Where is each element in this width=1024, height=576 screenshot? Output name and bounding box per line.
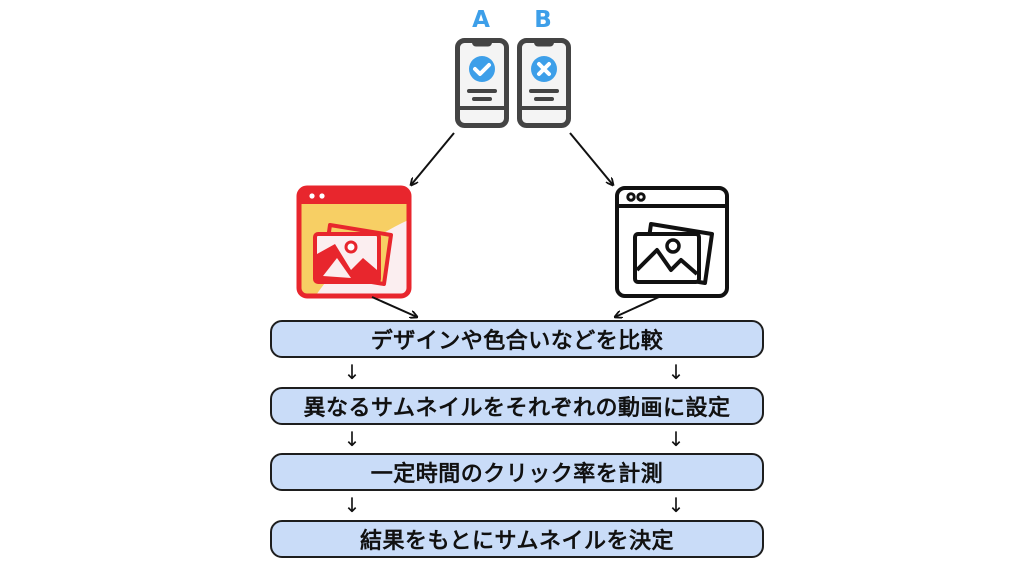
phone-b-icon (517, 38, 571, 128)
down-arrow-icon: ↓ (343, 360, 361, 384)
step-measure-ctr-label: 一定時間のクリック率を計測 (370, 462, 664, 487)
variant-a-label: A (472, 7, 490, 33)
down-arrow-icon: ↓ (343, 493, 361, 517)
step-measure-ctr-box: 一定時間のクリック率を計測 (270, 453, 764, 491)
step-compare-label: デザインや色合いなどを比較 (370, 329, 664, 354)
phone-a-icon (455, 38, 509, 128)
arrow-left-thumb-to-step1 (371, 296, 417, 317)
down-arrow-icon: ↓ (667, 360, 685, 384)
down-arrow-icon: ↓ (667, 427, 685, 451)
variant-b-label: B (534, 7, 552, 33)
colored-thumbnail-icon (296, 185, 412, 299)
x-icon (531, 56, 557, 82)
down-arrow-icon: ↓ (343, 427, 361, 451)
arrow-right-thumb-to-step1 (615, 296, 660, 317)
check-icon (469, 56, 495, 82)
step-set-thumbnails-label: 異なるサムネイルをそれぞれの動画に設定 (303, 396, 731, 421)
step-compare-box: デザインや色合いなどを比較 (270, 320, 764, 358)
step-set-thumbnails-box: 異なるサムネイルをそれぞれの動画に設定 (270, 387, 764, 425)
outline-thumbnail-icon (615, 186, 729, 298)
down-arrow-icon: ↓ (667, 493, 685, 517)
step-decide-label: 結果をもとにサムネイルを決定 (359, 529, 675, 554)
arrow-phone-to-right-thumb (569, 132, 613, 185)
step-decide-box: 結果をもとにサムネイルを決定 (270, 520, 764, 558)
arrow-phone-to-left-thumb (411, 132, 455, 185)
